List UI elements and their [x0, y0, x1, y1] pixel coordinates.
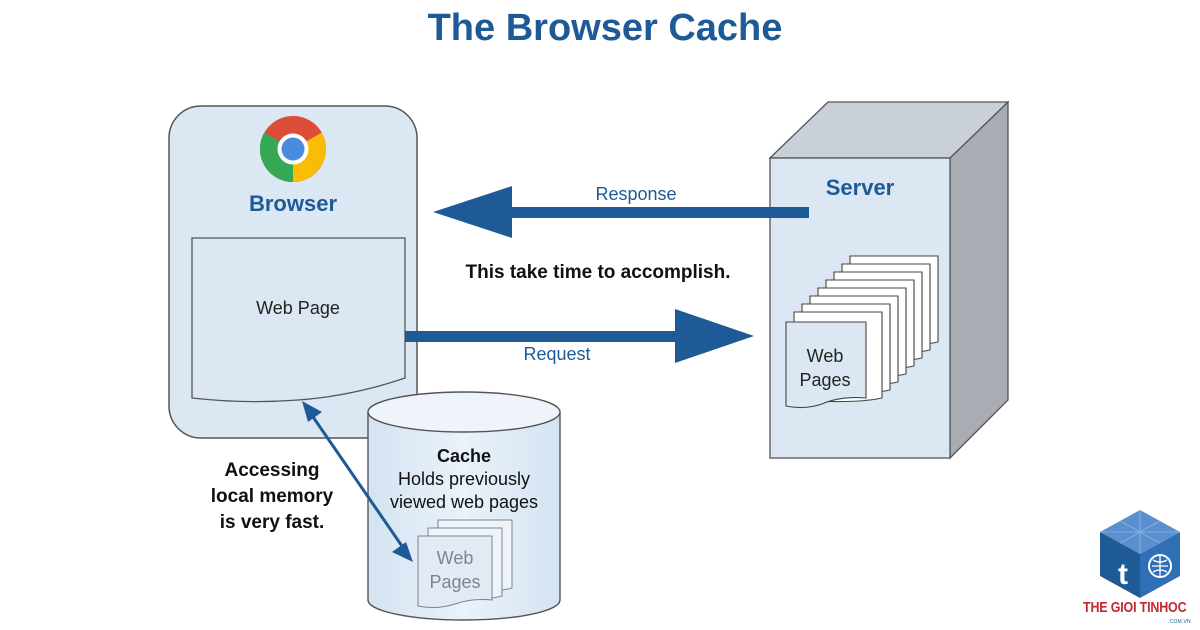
page-title: The Browser Cache — [428, 7, 783, 49]
cache-cylinder — [367, 391, 561, 621]
request-label: Request — [523, 344, 590, 364]
web-page-label: Web Page — [256, 298, 340, 318]
response-label: Response — [595, 184, 676, 204]
brand-logo-icon: t — [1100, 510, 1180, 598]
svg-text:t: t — [1118, 558, 1128, 591]
cache-pages-stack — [417, 519, 513, 609]
chrome-icon — [259, 115, 327, 183]
cache-pages-label-line2: Pages — [429, 572, 480, 592]
server-pages-label-line1: Web — [807, 346, 844, 366]
cache-access-arrow — [302, 401, 413, 562]
response-arrow — [433, 186, 809, 238]
server-label: Server — [826, 175, 895, 200]
server-pages-label-line2: Pages — [799, 370, 850, 390]
server-pages-stack — [785, 255, 939, 409]
cache-desc-line1: Holds previously — [398, 469, 530, 489]
slow-note: This take time to accomplish. — [465, 262, 730, 283]
request-arrow — [405, 309, 754, 363]
cache-label: Cache — [437, 446, 491, 466]
fast-note-line2: local memory — [211, 486, 334, 507]
fast-note-line1: Accessing — [224, 460, 319, 481]
web-page-document — [191, 237, 406, 403]
brand-watermark-text: THE GIOI TINHOC — [1083, 600, 1187, 616]
fast-note-line3: is very fast. — [220, 512, 325, 533]
cache-pages-label-line1: Web — [437, 548, 474, 568]
browser-label: Browser — [249, 191, 337, 216]
brand-watermark-domain: .COM.VN — [1168, 619, 1191, 625]
cache-desc-line2: viewed web pages — [390, 492, 538, 512]
